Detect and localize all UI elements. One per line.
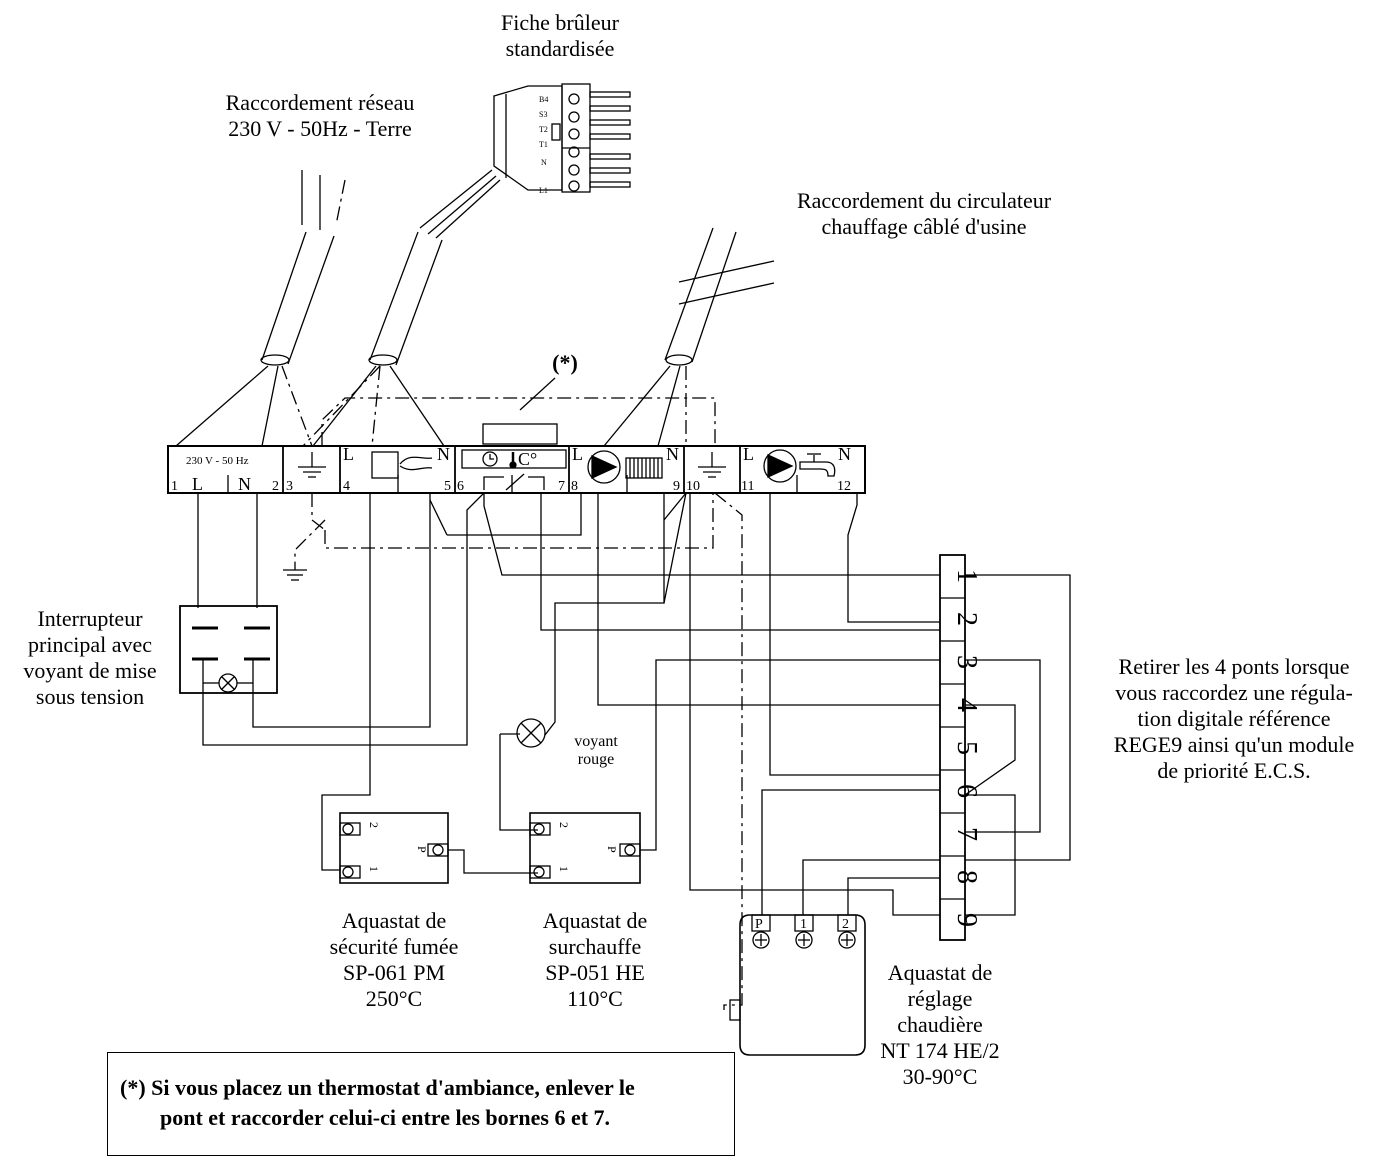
right-terminal-number: 4	[951, 698, 982, 712]
terminal-block	[167, 445, 866, 494]
label-voyant-rouge: voyant rouge	[574, 733, 618, 768]
right-terminal-number: 2	[951, 612, 982, 626]
aquastat-pin-label: 1	[367, 866, 381, 872]
note-line: pont et raccorder celui-ci entre les bor…	[160, 1105, 611, 1130]
right-terminal-number: 7	[951, 827, 982, 841]
aquastat-pin-label: 2	[557, 822, 571, 828]
terminal-number: 2	[272, 479, 279, 494]
main-switch	[179, 605, 278, 694]
note-line: (*) Si vous placez un thermostat d'ambia…	[120, 1075, 635, 1100]
terminal-number: 12	[837, 479, 851, 494]
right-terminal-strip	[939, 554, 966, 941]
right-terminal-number: 5	[951, 741, 982, 755]
plug-pin-label: T1	[539, 140, 548, 149]
terminal-number: 3	[286, 479, 293, 494]
terminal-screw-icon	[752, 931, 856, 949]
label-fiche-bruleur: Fiche brûleur standardisée	[501, 10, 619, 61]
aquastat-pin-label: P	[415, 846, 429, 853]
terminal-letter: N	[666, 444, 679, 464]
thermostat-terminal-label: 2	[842, 917, 849, 932]
earth-link-top	[321, 397, 716, 446]
terminal-letter: L	[343, 444, 354, 464]
aquastat-pin-label: 1	[557, 866, 571, 872]
plug-pin-label: N	[541, 158, 547, 167]
right-terminal-number: 9	[951, 913, 982, 927]
label-raccordement-reseau: Raccordement réseau 230 V - 50Hz - Terre	[225, 90, 415, 141]
label-retirer-ponts: Retirer les 4 ponts lorsque vous raccord…	[1113, 654, 1355, 783]
aquastat-fumee	[339, 812, 449, 884]
aquastat-pin-label: P	[605, 846, 619, 853]
voltage-label: 230 V - 50 Hz	[186, 455, 249, 467]
terminal-number: 6	[457, 479, 464, 494]
label-aquastat-reglage: Aquastat de réglage chaudière NT 174 HE/…	[880, 960, 1000, 1089]
terminal-number: 11	[741, 479, 754, 494]
plug-pin-label: S3	[539, 110, 547, 119]
plug-pin-label: B4	[539, 95, 548, 104]
label-raccordement-circulateur: Raccordement du circulateur chauffage câ…	[796, 188, 1052, 239]
terminal-letter: N	[238, 474, 251, 494]
terminal-number: 8	[571, 479, 578, 494]
terminal-number: 1	[171, 479, 178, 494]
wires	[197, 492, 1071, 1010]
label-interrupteur: Interrupteur principal avec voyant de mi…	[23, 606, 157, 709]
terminal-number: 7	[558, 479, 565, 494]
terminal-number: 10	[686, 479, 700, 494]
right-terminal-number: 6	[951, 784, 982, 798]
note-box: (*) Si vous placez un thermostat d'ambia…	[107, 1052, 735, 1156]
terminal-letter: N	[437, 444, 450, 464]
thermostat-terminal-label: 1	[800, 917, 807, 932]
terminal-number: 5	[444, 479, 451, 494]
aquastat-pin-label: 2	[367, 822, 381, 828]
lamp-icon	[516, 718, 546, 748]
right-terminal-number: 8	[951, 870, 982, 884]
ground-icon	[298, 452, 326, 478]
label-aquastat-surchauffe: Aquastat de surchauffe SP-051 HE 110°C	[542, 908, 648, 1011]
terminal-letter: C°	[518, 449, 537, 469]
terminal-letter: L	[192, 474, 203, 494]
aquastat-reglage	[729, 914, 866, 1056]
plug-pin-label: T2	[539, 125, 548, 134]
plug-screw	[568, 93, 580, 192]
label-asterisk: (*)	[552, 350, 578, 375]
ground-icon	[698, 452, 726, 478]
plug-pin	[589, 91, 631, 188]
terminal-number: 9	[673, 479, 680, 494]
mains-cable	[175, 170, 346, 447]
burner-icon	[371, 451, 433, 479]
burner-plug	[493, 83, 631, 193]
plug-pin-label: L1	[539, 186, 548, 195]
terminal-letter: L	[572, 444, 583, 464]
terminal-number: 4	[343, 479, 350, 494]
terminal-letter: L	[743, 444, 754, 464]
burner-cable	[302, 169, 501, 447]
aquastat-surchauffe	[529, 812, 641, 884]
right-terminal-number: 3	[951, 655, 982, 669]
terminal-letter: N	[838, 444, 851, 464]
label-aquastat-fumee: Aquastat de sécurité fumée SP-061 PM 250…	[329, 908, 459, 1011]
thermostat-icon	[461, 449, 567, 491]
circulator-cable	[603, 227, 775, 447]
radiator-icon	[625, 457, 663, 479]
thermostat-terminal-label: P	[755, 917, 763, 932]
pump-icon	[763, 449, 797, 483]
thermostat-bridge	[482, 377, 558, 445]
lamp-icon	[218, 673, 238, 693]
pump-icon	[587, 450, 621, 484]
tap-icon	[799, 453, 836, 477]
right-terminal-number: 1	[951, 569, 982, 583]
